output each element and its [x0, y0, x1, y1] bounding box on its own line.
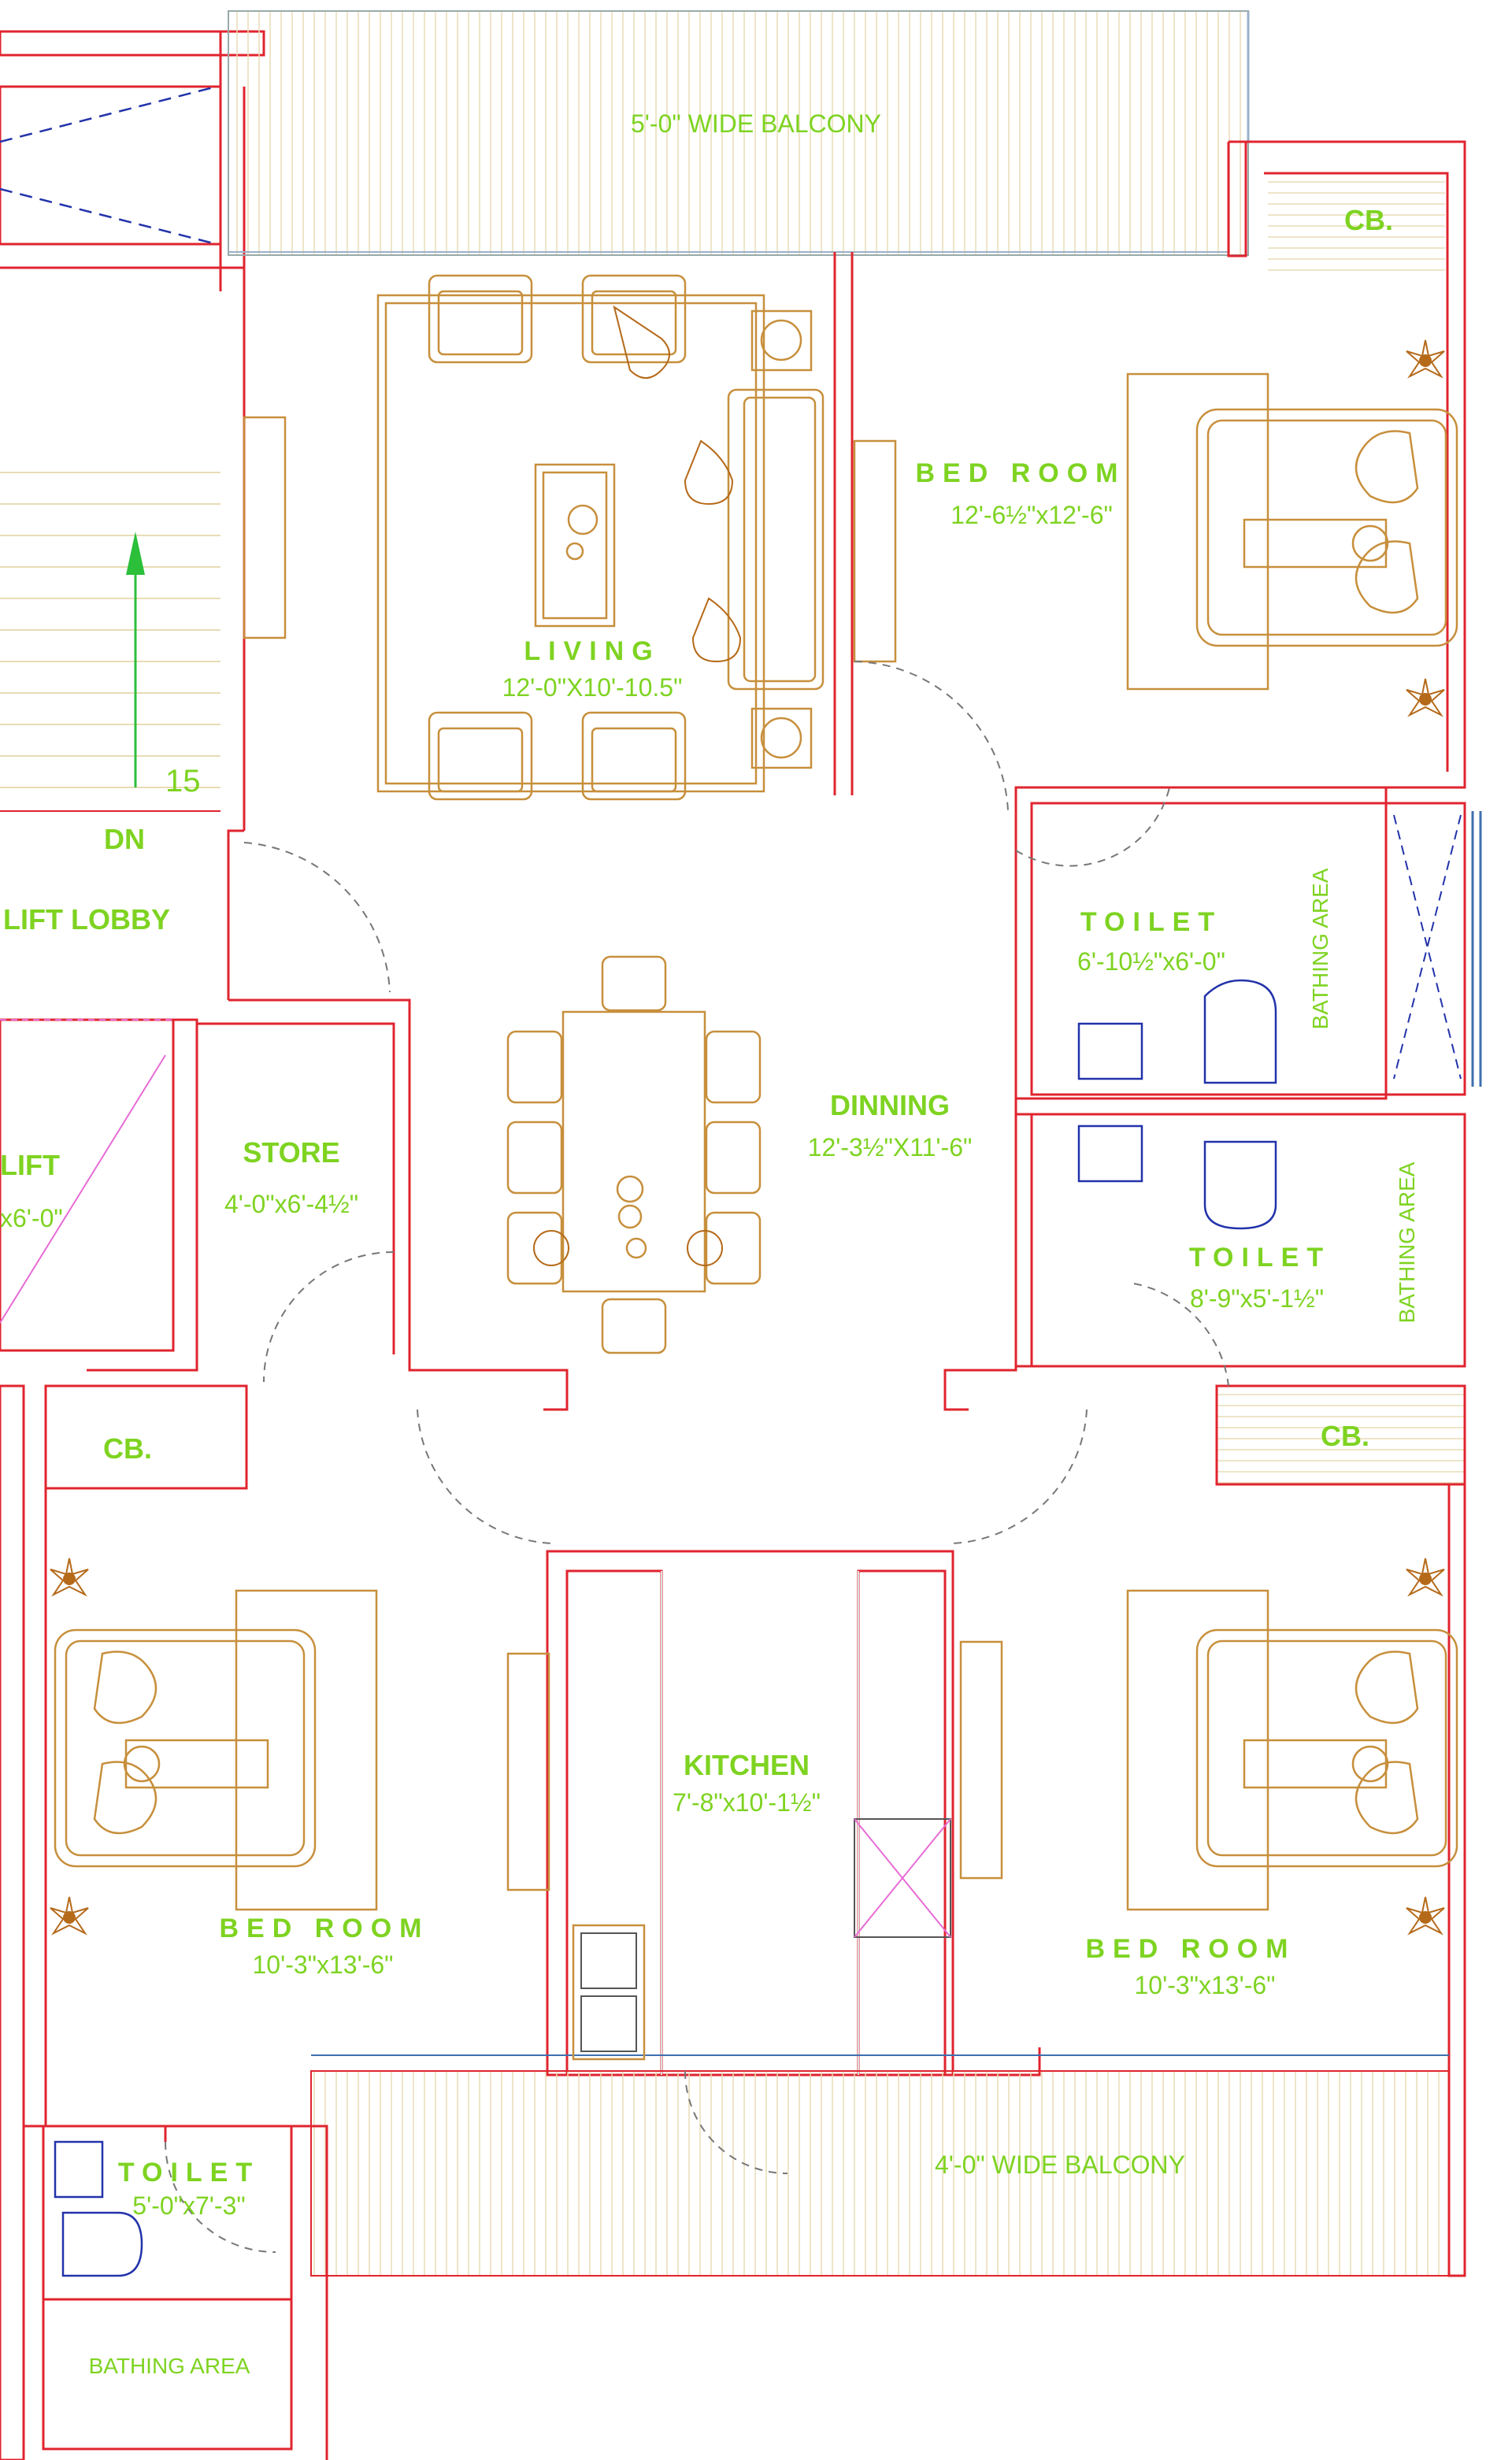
- bedroom-left-label: BED ROOM: [220, 1914, 430, 1943]
- bathing-area-1-label: BATHING AREA: [1308, 868, 1332, 1029]
- cb-left-label: CB.: [103, 1432, 152, 1465]
- store-label: STORE: [243, 1136, 339, 1169]
- lift-lobby-label: LIFT LOBBY: [3, 903, 170, 935]
- bedroom-top-right-label: BED ROOM: [916, 458, 1126, 488]
- lift-shaft: [0, 1018, 175, 1352]
- toilet-right-1-label: TOILET: [1080, 907, 1222, 937]
- wardrobes: [243, 416, 1003, 1891]
- living-label: LIVING: [524, 636, 660, 666]
- kitchen-fixtures: [572, 1818, 951, 2061]
- balcony-top-label: 5'-0" WIDE BALCONY: [631, 109, 881, 138]
- bed-left: [50, 1558, 378, 1934]
- bed-right: [1126, 1558, 1458, 1934]
- toilet-fixtures: [54, 979, 1277, 2277]
- dinning-label: DINNING: [830, 1089, 950, 1121]
- door-swings: [165, 661, 1229, 2253]
- lift-label: LIFT: [0, 1149, 60, 1181]
- dinning-dim: 12'-3½"X11'-6": [808, 1133, 973, 1161]
- bedroom-right-dim: 10'-3"x13'-6": [1134, 1971, 1275, 1999]
- toilet-right-2-dim: 8'-9"x5'-1½": [1190, 1284, 1324, 1313]
- toilet-left-label: TOILET: [118, 2158, 260, 2188]
- balcony-bottom-label: 4'-0" WIDE BALCONY: [935, 2151, 1185, 2179]
- toilet-left-dim: 5'-0"x7'-3": [132, 2191, 245, 2220]
- living-dim: 12'-0"X10'-10.5": [502, 673, 683, 702]
- bedroom-right-label: BED ROOM: [1086, 1934, 1296, 1964]
- staircase: 15 DN: [0, 85, 220, 855]
- stair-direction: DN: [104, 823, 145, 855]
- lift-dim: x6'-0": [0, 1204, 63, 1232]
- living-furniture: [376, 274, 825, 801]
- cb-right-label: CB.: [1321, 1420, 1369, 1452]
- toilet-right-1-dim: 6'-10½"x6'-0": [1077, 947, 1225, 976]
- store-dim: 4'-0"x6'-4½": [224, 1190, 358, 1218]
- bathing-area-2-label: BATHING AREA: [1395, 1161, 1419, 1323]
- bedroom-left-dim: 10'-3"x13'-6": [252, 1951, 393, 1979]
- bedroom-top-right-dim: 12'-6½"x12'-6": [951, 501, 1113, 529]
- dining-table: [506, 955, 762, 1354]
- window-shaft-x: [1393, 814, 1462, 1080]
- kitchen-label: KITCHEN: [684, 1749, 810, 1781]
- toilet-right-2-label: TOILET: [1189, 1243, 1331, 1273]
- walls: [0, 10, 1482, 2460]
- bathing-area-3-label: BATHING AREA: [89, 2354, 250, 2378]
- cb-top-right-label: CB.: [1344, 204, 1393, 236]
- bed-top-right: [1126, 339, 1458, 716]
- kitchen-dim: 7'-8"x10'-1½": [673, 1788, 821, 1817]
- stair-step-count: 15: [165, 764, 201, 798]
